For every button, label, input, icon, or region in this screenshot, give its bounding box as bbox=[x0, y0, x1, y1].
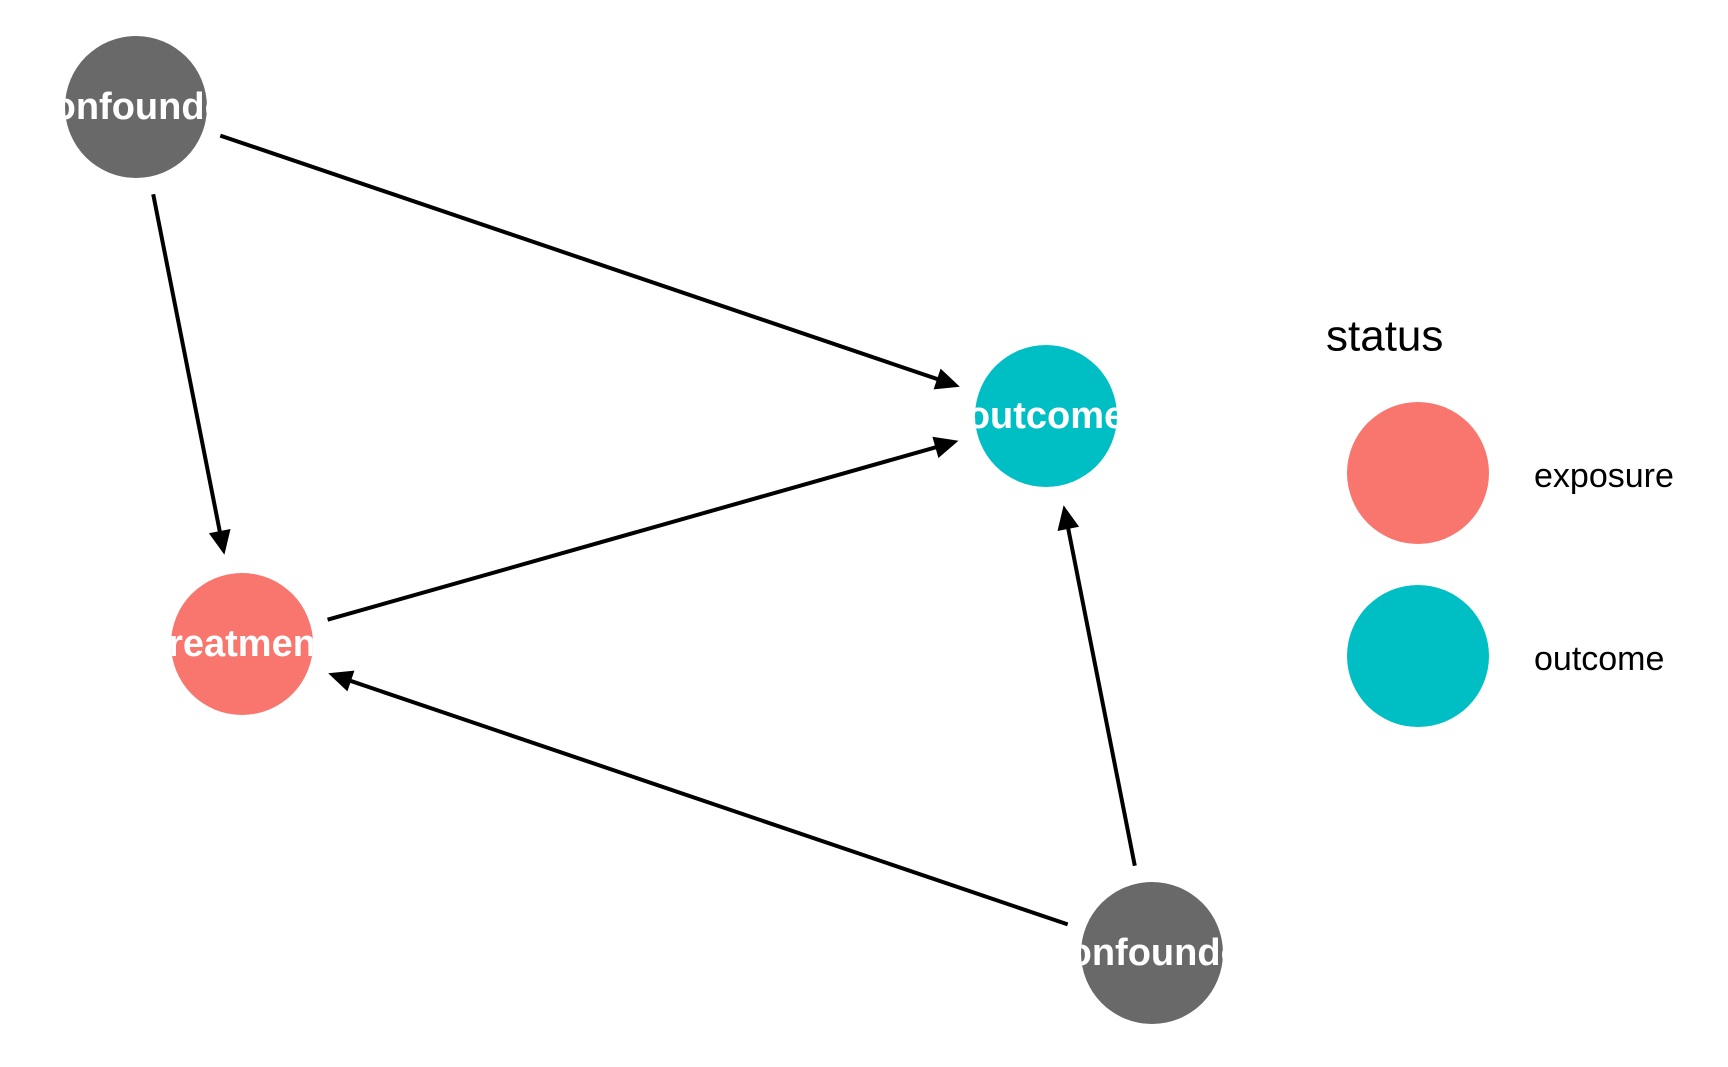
edge-line bbox=[219, 133, 942, 383]
edge-line bbox=[346, 677, 1069, 927]
edge-line bbox=[151, 193, 223, 536]
edge-confounder-1-to-treatment bbox=[151, 193, 231, 555]
legend-title: status bbox=[1326, 312, 1443, 361]
legend-item-outcome[interactable]: outcome bbox=[1347, 585, 1664, 727]
arrowhead-icon bbox=[1057, 505, 1080, 531]
edge-confounder-1-to-outcome bbox=[219, 133, 960, 390]
node-label: outcome bbox=[967, 395, 1125, 437]
node-circle bbox=[171, 573, 313, 715]
node-confounder[interactable]: confounder bbox=[32, 36, 241, 178]
edge-line bbox=[1065, 524, 1137, 867]
edge-confounder-2-to-outcome bbox=[1057, 505, 1137, 867]
node-circle bbox=[1081, 882, 1223, 1024]
node-circle bbox=[975, 345, 1117, 487]
edge-confounder-2-to-treatment bbox=[328, 670, 1069, 927]
node-circle bbox=[65, 36, 207, 178]
node-treatment[interactable]: treatment bbox=[155, 573, 328, 715]
edges-layer bbox=[151, 133, 1137, 927]
legend-label: outcome bbox=[1534, 640, 1664, 678]
edge-treatment-to-outcome bbox=[327, 436, 959, 622]
arrowhead-icon bbox=[932, 436, 959, 458]
node-label: confounder bbox=[32, 86, 241, 128]
legend: status exposure outcome bbox=[1326, 312, 1674, 727]
node-label: treatment bbox=[155, 623, 328, 665]
edge-line bbox=[327, 444, 940, 622]
node-confounder-2[interactable]: confounder bbox=[1048, 882, 1257, 1024]
node-label: confounder bbox=[1048, 932, 1257, 974]
arrowhead-icon bbox=[328, 670, 355, 692]
legend-label: exposure bbox=[1534, 457, 1674, 495]
legend-item-exposure[interactable]: exposure bbox=[1347, 402, 1674, 544]
legend-swatch bbox=[1347, 585, 1489, 727]
arrowhead-icon bbox=[933, 368, 960, 390]
node-outcome[interactable]: outcome bbox=[967, 345, 1125, 487]
arrowhead-icon bbox=[208, 529, 231, 555]
legend-swatch bbox=[1347, 402, 1489, 544]
